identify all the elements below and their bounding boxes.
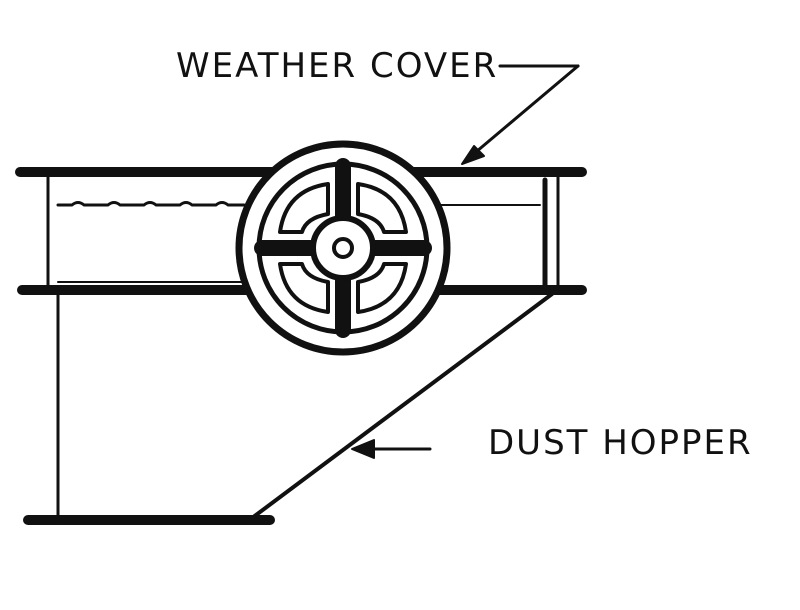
wheel: [235, 140, 451, 356]
wheel-hub: [310, 215, 376, 281]
weather-cover-arrowhead: [461, 145, 485, 165]
filter-line: [56, 201, 246, 207]
wheel-cutout-br: [356, 262, 408, 314]
hopper-slope: [250, 292, 554, 520]
weather-cover-leader: [461, 64, 580, 165]
weather-cover-label: WEATHER COVER: [176, 46, 499, 86]
wheel-cutout-tl: [278, 182, 330, 234]
wheel-axle: [332, 237, 354, 259]
dust-hopper-label: DUST HOPPER: [488, 423, 753, 463]
wheel-cutout-tr: [356, 182, 408, 234]
dust-hopper-arrowhead: [351, 439, 375, 459]
wheel-cutout-bl: [278, 262, 330, 314]
dust-hopper-leader: [351, 439, 432, 459]
